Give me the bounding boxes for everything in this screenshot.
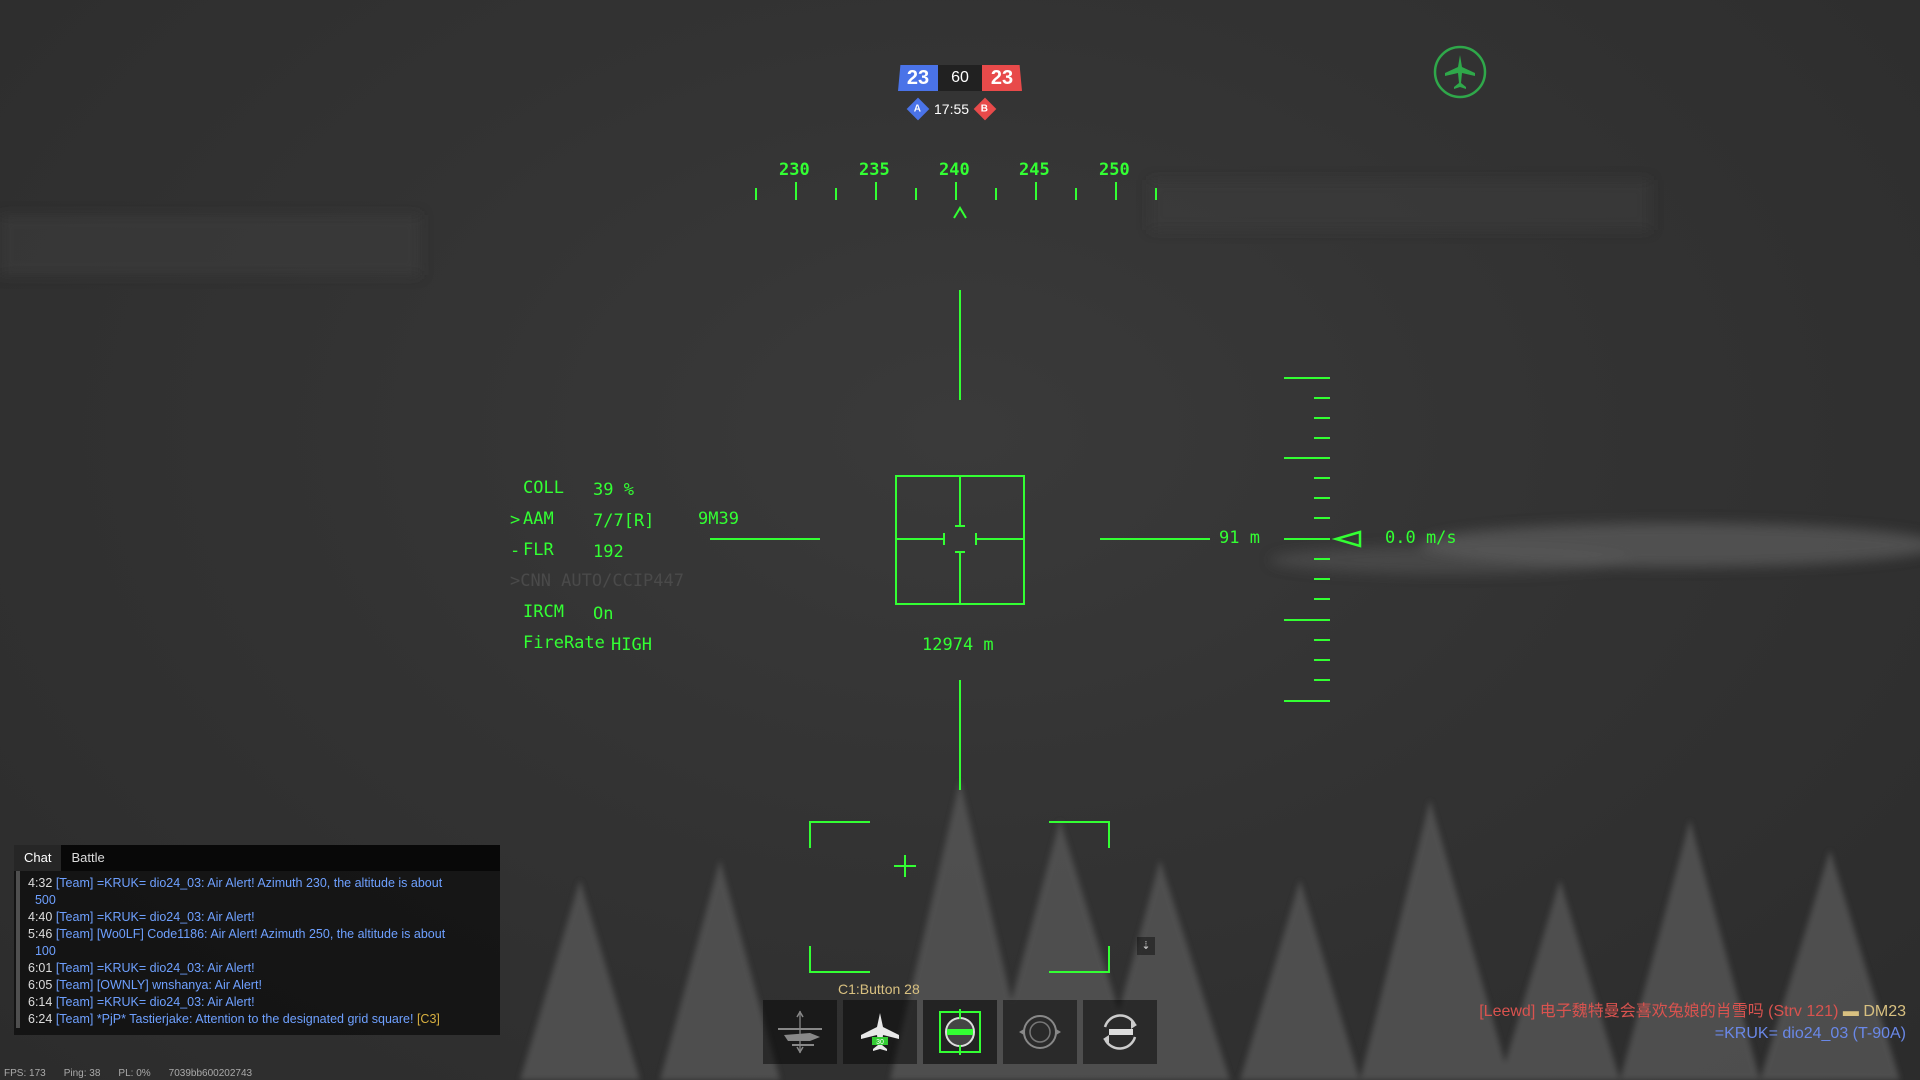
ircm-label: IRCM <box>523 602 564 622</box>
chat-line: 4:40 [Team] =KRUK= dio24_03: Air Alert! <box>28 910 255 924</box>
weapon-bar-label: C1:Button 28 <box>838 981 920 997</box>
chat-line: 6:01 [Team] =KRUK= dio24_03: Air Alert! <box>28 961 255 975</box>
radar-icon <box>1019 1015 1061 1049</box>
chat-line: 6:14 [Team] =KRUK= dio24_03: Air Alert! <box>28 995 255 1009</box>
altitude-pointer-icon <box>1331 530 1362 548</box>
kill-feed-victim: DM23 <box>1863 1003 1906 1020</box>
fps-readout: FPS: 173 <box>4 1068 46 1079</box>
kill-feed-line: [Leewd] 电子魏特曼会喜欢兔娘的肖雪吗 (Strv 121) ▬ DM23 <box>1479 1001 1906 1023</box>
firerate-value: HIGH <box>611 635 652 655</box>
aam-missile: 9M39 <box>698 509 739 529</box>
weapon-slot-aircraft[interactable]: 30 <box>843 1000 917 1064</box>
packet-loss-readout: PL: 0% <box>118 1068 151 1079</box>
status-bar: FPS: 173 Ping: 38 PL: 0% 7039bb600202743 <box>4 1068 252 1079</box>
team-a-score: 23 <box>898 65 938 91</box>
weapon-slot-reload[interactable] <box>1083 1000 1157 1064</box>
vertical-speed-readout: 0.0 m/s <box>1385 528 1457 548</box>
chat-panel: Chat Battle 4:32 [Team] =KRUK= dio24_03:… <box>14 845 500 1035</box>
altitude-readout: 91 m <box>1219 528 1260 548</box>
timer-row: A 17:55 B <box>906 97 997 121</box>
weapon-slot-helicopter[interactable] <box>763 1000 837 1064</box>
aircraft-badge: 30 <box>876 1039 884 1046</box>
kill-feed-killer: [Leewd] 电子魏特曼会喜欢兔娘的肖雪吗 (Strv 121) <box>1479 1003 1839 1020</box>
ping-readout: Ping: 38 <box>63 1068 101 1079</box>
helicopter-icon <box>778 1010 822 1054</box>
tab-chat[interactable]: Chat <box>14 845 62 871</box>
target-lock-icon <box>939 1009 981 1055</box>
aam-value: 7/7[R] <box>593 511 655 531</box>
aim-cross-icon <box>894 855 916 877</box>
altitude-scale <box>1284 377 1330 702</box>
weapon-bar: 30 <box>763 1000 1157 1064</box>
heading-label-250: 250 <box>1099 160 1130 180</box>
ircm-value: On <box>593 604 614 624</box>
flr-marker: - <box>510 541 521 561</box>
aircraft-indicator-icon <box>1433 45 1487 99</box>
flr-value: 192 <box>593 542 624 562</box>
chat-line: 6:24 [Team] *PjP* Tastierjake: Attention… <box>28 1012 440 1026</box>
team-b-score: 23 <box>982 65 1022 91</box>
chat-line: 5:46 [Team] [Wo0LF] Code1186: Air Alert!… <box>28 927 446 958</box>
weapon-slot-target-lock[interactable] <box>923 1000 997 1064</box>
flr-label: FLR <box>523 540 554 560</box>
heading-label-230: 230 <box>779 160 810 180</box>
chat-log[interactable]: 4:32 [Team] =KRUK= dio24_03: Air Alert! … <box>16 871 500 1028</box>
heading-label-240: 240 <box>939 160 970 180</box>
heading-label-235: 235 <box>859 160 890 180</box>
kill-weapon-icon: ▬ <box>1842 1003 1859 1020</box>
firerate-label: FireRate <box>523 633 605 653</box>
expand-toggle-icon[interactable]: ⇣ <box>1137 937 1155 955</box>
chat-line: 4:32 [Team] =KRUK= dio24_03: Air Alert! … <box>28 876 443 907</box>
heading-label-245: 245 <box>1019 160 1050 180</box>
heading-caret-icon <box>953 206 967 219</box>
coll-value: 39 % <box>593 480 634 500</box>
score-panel: 23 60 23 <box>898 65 1022 91</box>
weapon-slot-radar[interactable] <box>1003 1000 1077 1064</box>
target-brackets <box>809 821 1110 973</box>
chat-tabs: Chat Battle <box>14 845 500 871</box>
session-id: 7039bb600202743 <box>168 1068 253 1079</box>
kill-feed-line: =KRUK= dio24_03 (T-90A) <box>1479 1023 1906 1045</box>
score-center: 60 <box>938 65 982 91</box>
tab-battle[interactable]: Battle <box>71 850 105 865</box>
match-timer: 17:55 <box>934 101 970 117</box>
rotate-weapon-icon <box>1103 1014 1137 1050</box>
aam-marker: > <box>510 510 521 530</box>
cnn-line: >CNN AUTO/CCIP447 <box>510 571 684 591</box>
kill-feed-entry: =KRUK= dio24_03 (T-90A) <box>1714 1025 1906 1042</box>
kill-feed: [Leewd] 电子魏特曼会喜欢兔娘的肖雪吗 (Strv 121) ▬ DM23… <box>1479 1001 1906 1045</box>
chat-line: 6:05 [Team] [OWNLY] wnshanya: Air Alert! <box>28 978 262 992</box>
range-readout: 12974 m <box>922 635 994 655</box>
aam-label: AAM <box>523 509 554 529</box>
heading-tape-ticks <box>755 182 1157 200</box>
coll-label: COLL <box>523 478 564 498</box>
aircraft-icon: 30 <box>861 1013 899 1051</box>
